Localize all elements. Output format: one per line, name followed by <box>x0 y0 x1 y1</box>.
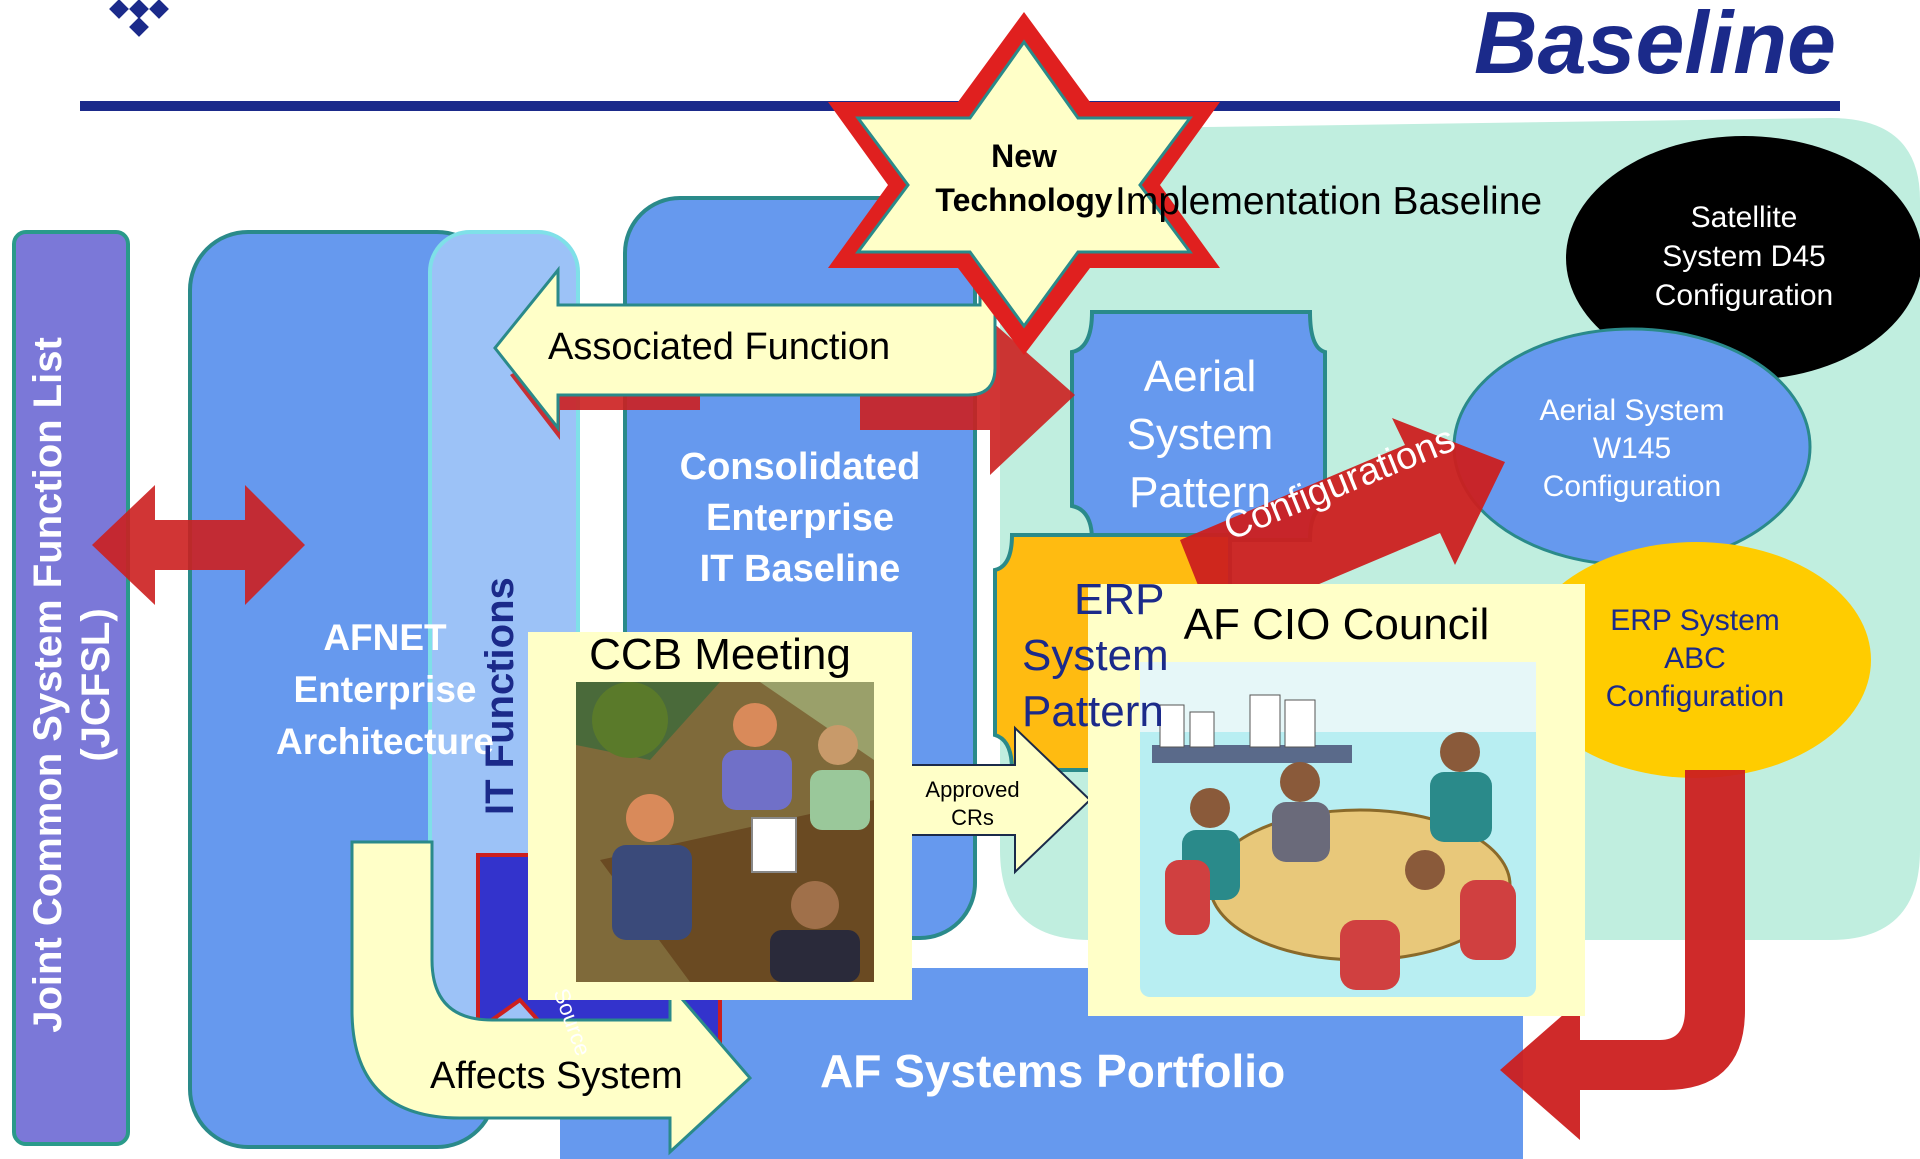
jcfsl-double-arrow <box>92 485 305 605</box>
erp-config-line1: ERP System <box>1610 604 1780 637</box>
jcfsl-line1: Joint Common System Function List <box>26 337 70 1033</box>
approved-crs-line2: CRs <box>951 805 994 830</box>
aerial-config-label: Aerial System W145 Configuration <box>1512 392 1752 506</box>
aerial-pattern-line2: System <box>1126 410 1274 459</box>
jcfsl-label: Joint Common System Function List (JCFSL… <box>24 265 120 1105</box>
cio-title: AF CIO Council <box>1183 600 1490 649</box>
it-functions-label: IT Functions <box>478 577 522 815</box>
afnet-line2: Enterprise <box>293 669 477 710</box>
portfolio-label: AF Systems Portfolio <box>820 1045 1286 1097</box>
satellite-line3: Configuration <box>1654 279 1834 312</box>
approved-crs-label: Approved CRs <box>905 776 1040 832</box>
satellite-line2: System D45 <box>1662 240 1826 273</box>
approved-crs-arrow <box>894 725 1092 875</box>
erp-pattern-line2: System <box>1022 631 1169 680</box>
ccb-title: CCB Meeting <box>589 630 851 679</box>
aerial-pattern-line1: Aerial <box>1143 352 1257 401</box>
aerial-config-line1: Aerial System <box>1539 394 1725 427</box>
logo-icon <box>109 0 169 37</box>
new-technology-star <box>828 12 1220 355</box>
page-title: Baseline <box>1474 0 1836 92</box>
satellite-label: Satellite System D45 Configuration <box>1624 198 1864 315</box>
erp-config-line2: ABC <box>1664 642 1726 675</box>
afnet-line1: AFNET <box>323 617 447 658</box>
erp-pattern-line3: Pattern <box>1022 687 1164 736</box>
associated-red-arrow <box>860 320 1075 475</box>
configurations-arrow <box>1180 418 1505 628</box>
associated-function-label: Associated Function <box>548 326 891 368</box>
consolidated-line3: IT Baseline <box>699 548 901 590</box>
consolidated-line1: Consolidated <box>679 446 921 488</box>
afnet-label: AFNET Enterprise Architecture <box>240 612 530 768</box>
satellite-line1: Satellite <box>1690 201 1798 234</box>
affects-system-arrow <box>350 840 753 1156</box>
erp-config-line3: Configuration <box>1605 680 1785 713</box>
affects-system-label: Affects System <box>430 1055 683 1097</box>
approved-crs-line1: Approved <box>925 777 1020 802</box>
satellite-ellipse <box>1566 136 1920 380</box>
erp-return-arrow <box>1500 770 1745 1140</box>
afnet-line3: Architecture <box>276 721 494 762</box>
aerial-config-line2: W145 <box>1592 432 1672 465</box>
jcfsl-line2: (JCFSL) <box>74 608 118 762</box>
aerial-config-line3: Configuration <box>1542 470 1722 503</box>
implementation-baseline-label: Implementation Baseline <box>1115 180 1543 223</box>
erp-pattern-label: ERP System Pattern <box>1022 572 1222 740</box>
cio-illustration <box>1140 662 1536 997</box>
jcfsl-bar <box>12 230 130 1146</box>
ccb-illustration <box>576 682 874 982</box>
associated-function-arrow <box>493 265 997 433</box>
star-line1: New <box>991 138 1057 174</box>
consolidated-label: Consolidated Enterprise IT Baseline <box>655 442 945 595</box>
consolidated-line2: Enterprise <box>706 497 894 539</box>
erp-pattern-line1: ERP <box>1074 575 1165 624</box>
star-label: New Technology <box>904 134 1144 222</box>
aerial-pattern-label: Aerial System Pattern <box>1090 348 1310 522</box>
erp-ellipse <box>1521 542 1871 778</box>
star-line2: Technology <box>935 182 1113 218</box>
aerial-pattern-line3: Pattern <box>1129 468 1271 517</box>
erp-config-label: ERP System ABC Configuration <box>1575 602 1815 716</box>
